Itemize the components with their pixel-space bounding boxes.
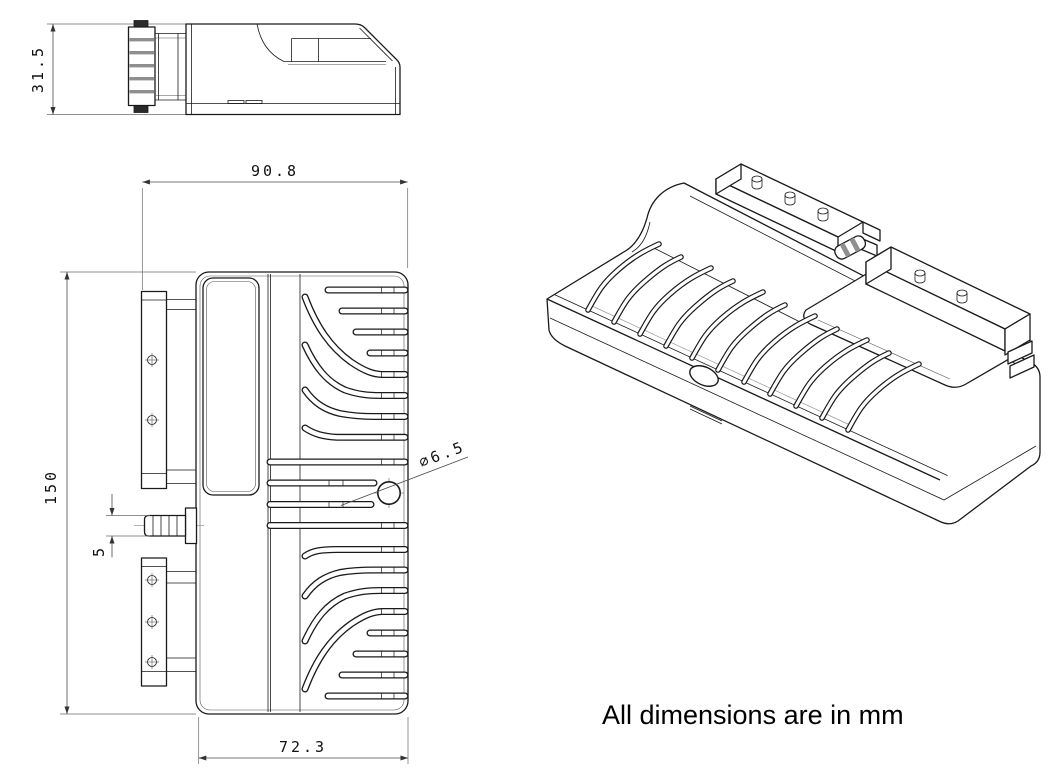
fin-segment-ticks <box>328 287 395 699</box>
dim-port-size-label: 5 <box>90 545 108 557</box>
screw-hole <box>145 353 159 367</box>
dim-side-height-label: 31.5 <box>29 45 47 93</box>
base-seam <box>549 317 1037 501</box>
dim-hole-diameter-label: ∅6.5 <box>417 437 468 471</box>
screw-hole <box>145 573 159 587</box>
isometric-view <box>546 163 1041 525</box>
dim-overall-height-label: 150 <box>42 469 60 505</box>
connector-tab <box>133 105 149 113</box>
recess-profile <box>256 23 386 65</box>
mounting-hole <box>374 478 404 508</box>
iso-body <box>546 182 1041 525</box>
connector-pin <box>751 175 763 190</box>
iso-connector-lower <box>865 246 1035 379</box>
dim-overall-width-label: 90.8 <box>251 162 299 180</box>
connector-block-lower <box>140 557 196 687</box>
screw-hole <box>145 655 159 669</box>
base-slot <box>245 100 263 104</box>
iso-barb-fitting <box>834 235 867 260</box>
units-note: All dimensions are in mm <box>602 700 904 730</box>
side-view: 31.5 <box>29 20 401 116</box>
leader-line <box>340 456 469 506</box>
barb-fitting <box>134 507 204 545</box>
screw-hole <box>145 413 159 427</box>
connector-pin <box>817 207 829 222</box>
dim-body-width-label: 72.3 <box>279 738 327 756</box>
base-slot <box>227 100 245 104</box>
tray-near-rim <box>546 298 941 481</box>
connector-pin <box>956 289 968 304</box>
connector-pin <box>784 191 796 206</box>
screw-hole <box>145 615 159 629</box>
vent-hole <box>689 365 719 387</box>
front-view: 90.8 150 72.3 <box>42 162 469 764</box>
heatsink-fins <box>266 286 409 700</box>
connector-pin <box>914 269 926 284</box>
connector-block-upper <box>140 290 196 490</box>
housing-outline <box>185 23 401 116</box>
iso-connector-upper <box>715 163 881 257</box>
iso-heatsink-fins <box>585 241 922 433</box>
label-plate <box>202 277 260 496</box>
connector-neck <box>155 33 186 101</box>
